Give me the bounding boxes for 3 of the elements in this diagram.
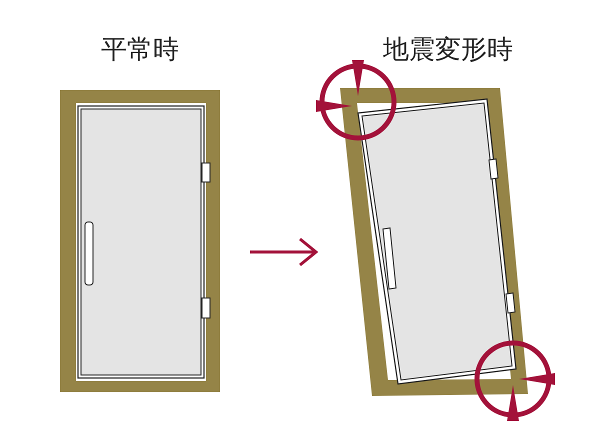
arrow bbox=[250, 238, 318, 266]
heading: 地震変形時 bbox=[383, 34, 513, 66]
heading: 平常時 bbox=[101, 34, 179, 66]
